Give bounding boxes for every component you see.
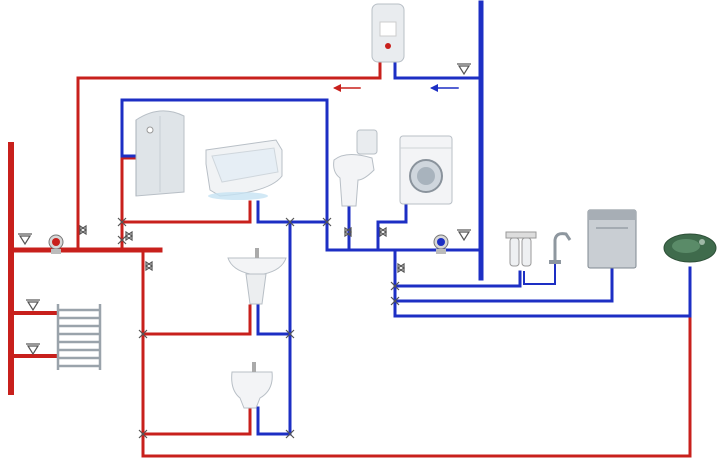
hot-water-pipes [8, 62, 692, 458]
washbasin-icon [227, 248, 287, 305]
cold-dishwasher-line [393, 264, 614, 303]
faucet-icon [549, 232, 572, 264]
cold-washbasin-line [256, 304, 292, 336]
towel-radiator-icon [56, 304, 102, 370]
hot-arrow-head [333, 84, 341, 92]
cross-fitting [117, 217, 400, 439]
cold-water-pipes [120, 0, 692, 436]
boiler-icon [371, 3, 405, 63]
cold-water-meter-icon [433, 234, 449, 254]
kitchen-sink-icon [663, 233, 717, 263]
cold-arrow-head [430, 84, 438, 92]
shower-cabin-icon [135, 110, 185, 197]
cold-filter-line [393, 270, 522, 288]
check-valve-icon [18, 63, 471, 356]
cold-sink-line [393, 266, 692, 318]
cold-washer-line [376, 200, 408, 252]
cold-bath-line [256, 200, 329, 224]
hot-kitchen-line [141, 266, 692, 458]
hot-bidet-line [141, 406, 252, 436]
cold-boiler-line [393, 62, 483, 80]
bathtub-icon [205, 139, 283, 200]
bidet-icon [231, 362, 273, 409]
washing-machine-icon [399, 135, 453, 205]
hot-washbasin-line [141, 304, 252, 336]
filter-icon [505, 231, 537, 267]
toilet-icon [333, 129, 378, 207]
hot-boiler-line [76, 76, 382, 252]
cold-vertical-distribution [256, 220, 292, 436]
fittings [18, 63, 471, 439]
dishwasher-icon [587, 209, 637, 269]
cold-faucet-line [523, 261, 556, 285]
hot-water-meter-icon [48, 234, 64, 254]
valve-icon [78, 224, 406, 274]
